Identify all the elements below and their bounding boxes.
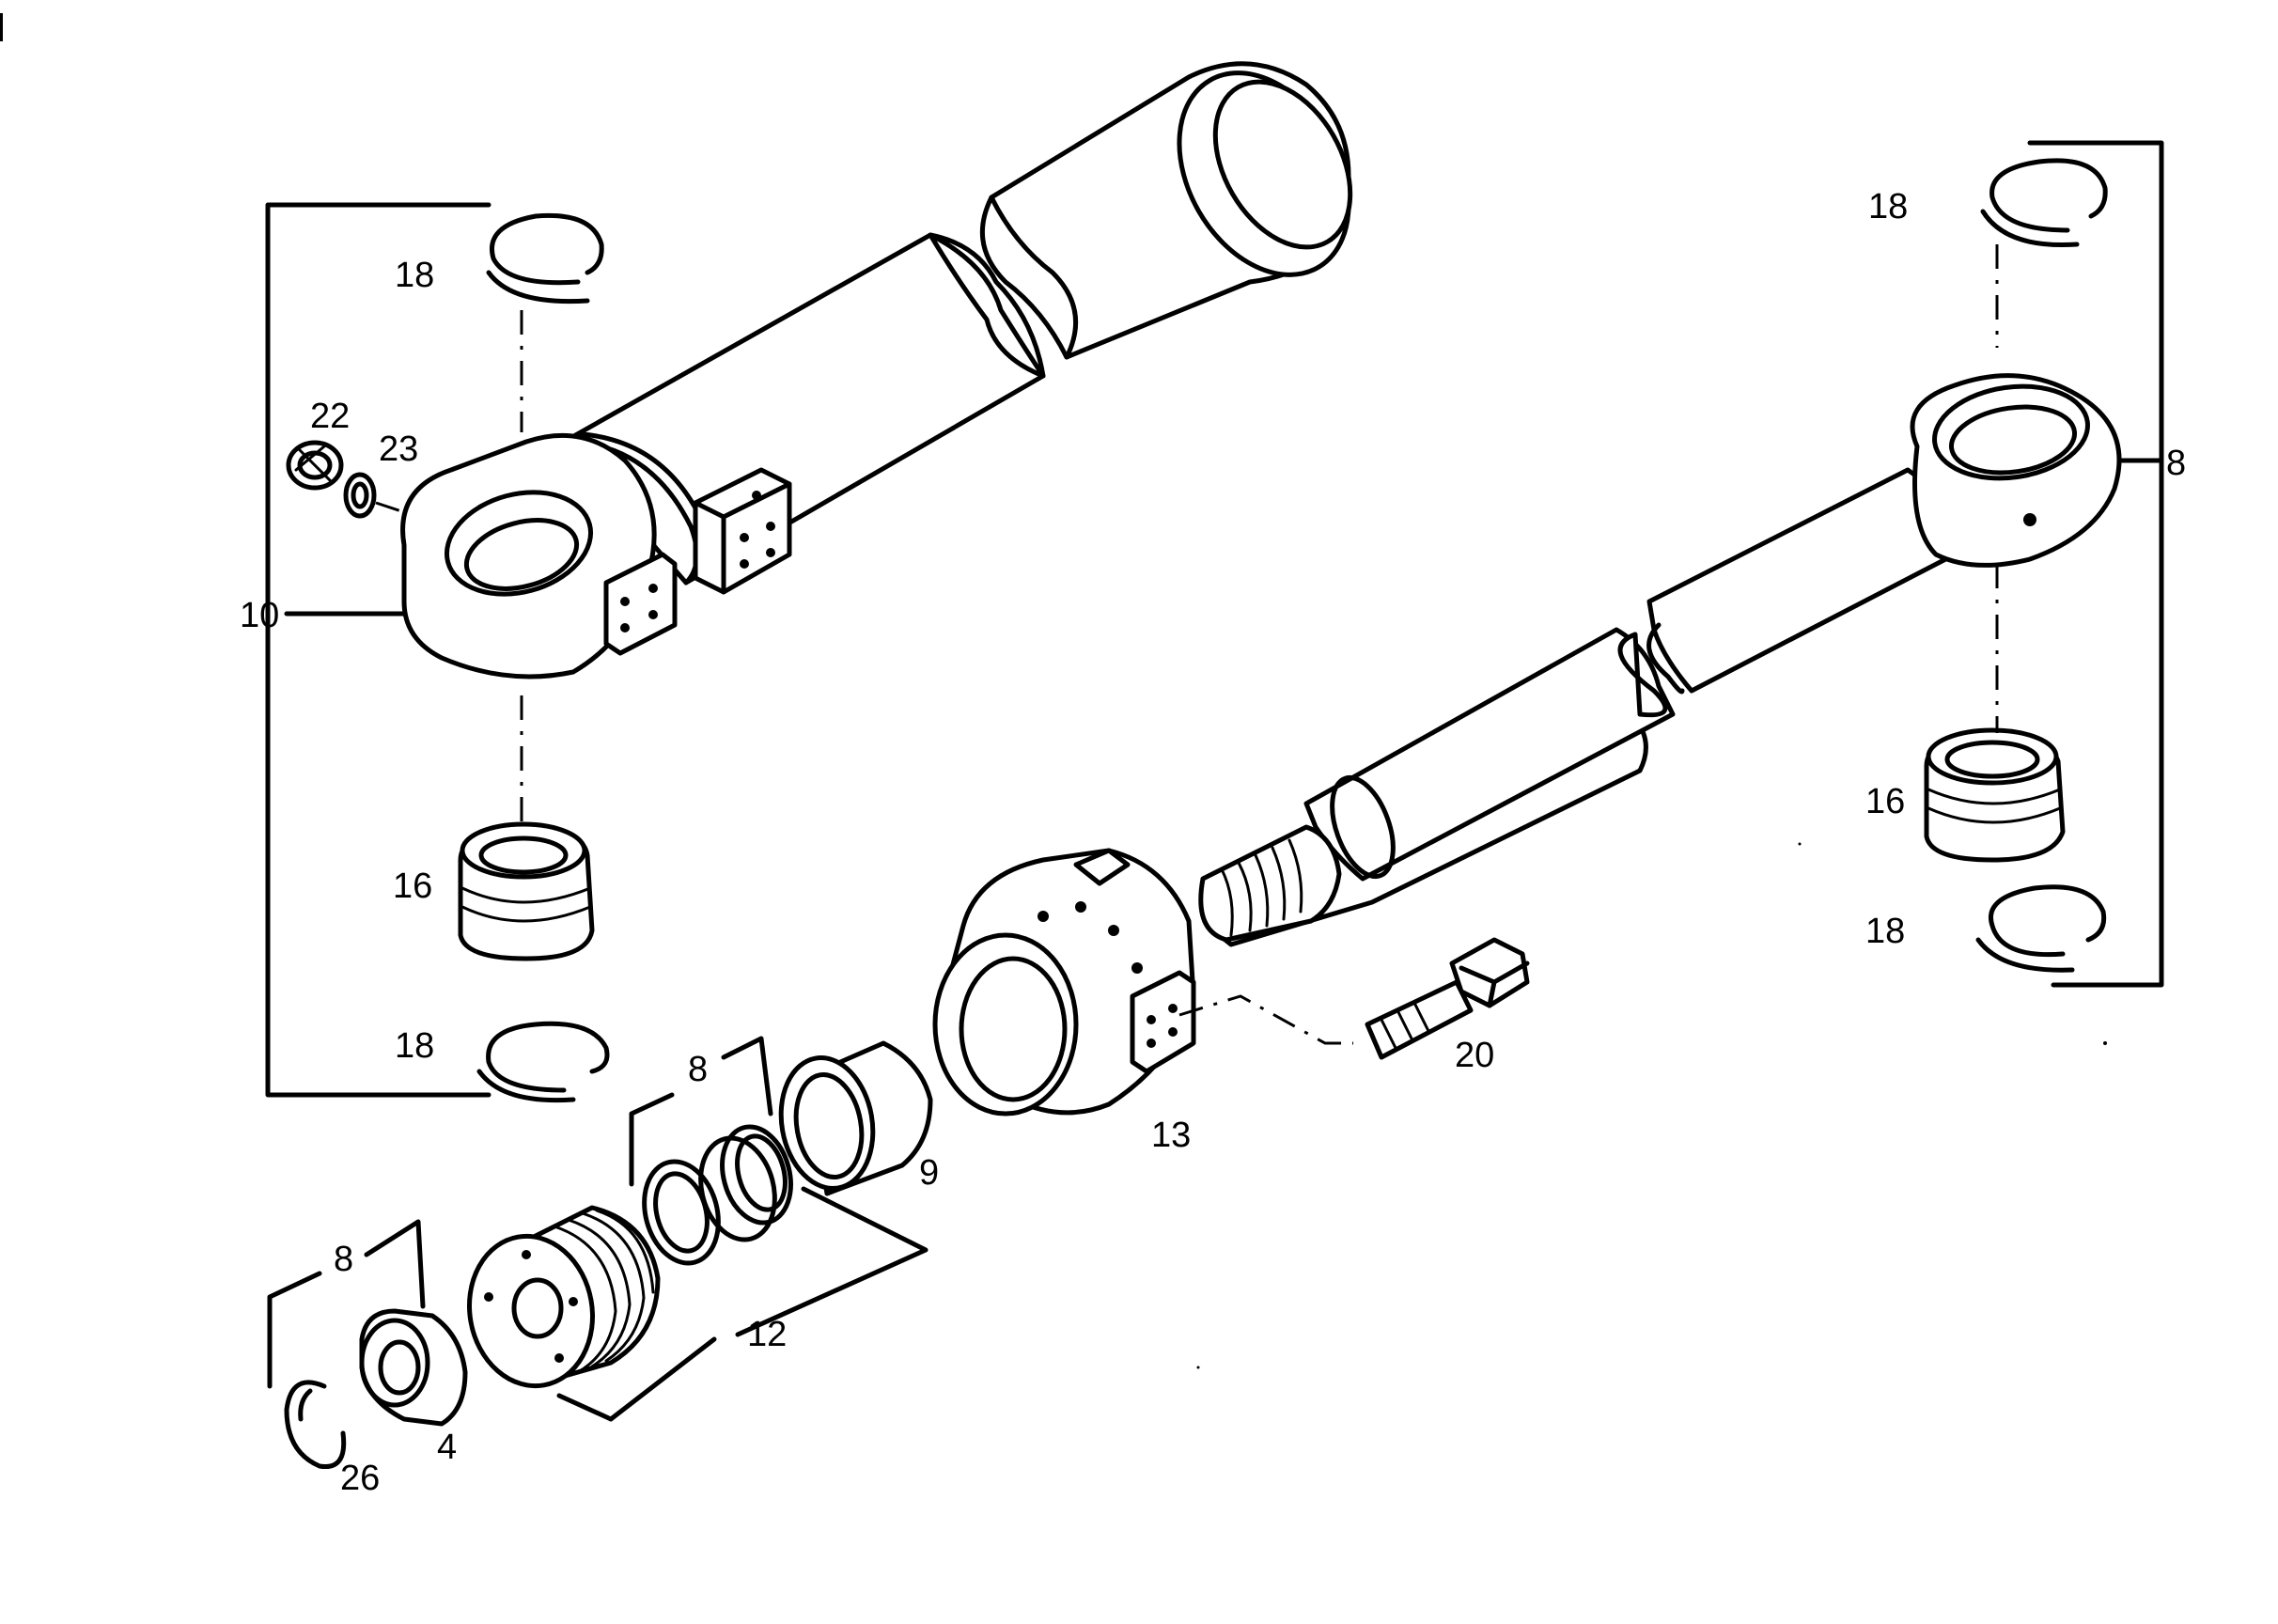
callout-18-right-bottom: 18 bbox=[1865, 912, 1905, 951]
callout-18-left-bottom: 18 bbox=[395, 1026, 434, 1066]
cylinder-head bbox=[932, 848, 1196, 1116]
callout-9: 9 bbox=[919, 1153, 939, 1193]
bolt bbox=[1365, 937, 1530, 1060]
callout-8-nut: 8 bbox=[334, 1240, 353, 1279]
callout-8-seals: 8 bbox=[688, 1050, 708, 1089]
nut bbox=[359, 1308, 468, 1427]
callout-16-right: 16 bbox=[1865, 782, 1905, 821]
callout-16-left: 16 bbox=[393, 867, 432, 906]
callout-10: 10 bbox=[240, 596, 279, 635]
cylinder-eye-left bbox=[400, 432, 678, 679]
callout-18-right-top: 18 bbox=[1868, 187, 1908, 226]
callout-4: 4 bbox=[437, 1428, 457, 1467]
washer bbox=[343, 472, 377, 519]
grease-nipple bbox=[286, 440, 344, 491]
callout-13: 13 bbox=[1151, 1116, 1191, 1155]
callout-18-left-top: 18 bbox=[395, 256, 434, 295]
rod-eye-right bbox=[1910, 373, 2122, 568]
callout-20: 20 bbox=[1455, 1036, 1494, 1075]
scan-specks bbox=[0, 13, 2107, 1369]
leader-lines bbox=[265, 140, 2164, 1422]
callout-8-right: 8 bbox=[2166, 444, 2186, 483]
callout-labels: 18 22 23 10 16 18 8 9 13 20 12 8 4 26 18… bbox=[240, 187, 2186, 1498]
cylinder-barrel bbox=[561, 61, 1353, 595]
callout-23: 23 bbox=[379, 429, 418, 469]
circlip bbox=[284, 1380, 347, 1470]
callout-26: 26 bbox=[340, 1459, 380, 1498]
piston-rod bbox=[1198, 467, 1958, 947]
snap-rings bbox=[476, 158, 2108, 1103]
piston bbox=[466, 1205, 661, 1389]
callout-12: 12 bbox=[747, 1315, 787, 1354]
bushing bbox=[778, 1040, 933, 1196]
seal-rings bbox=[642, 1124, 793, 1266]
center-lines bbox=[375, 244, 1999, 1045]
bearings bbox=[458, 727, 2066, 961]
callout-22: 22 bbox=[310, 397, 350, 436]
